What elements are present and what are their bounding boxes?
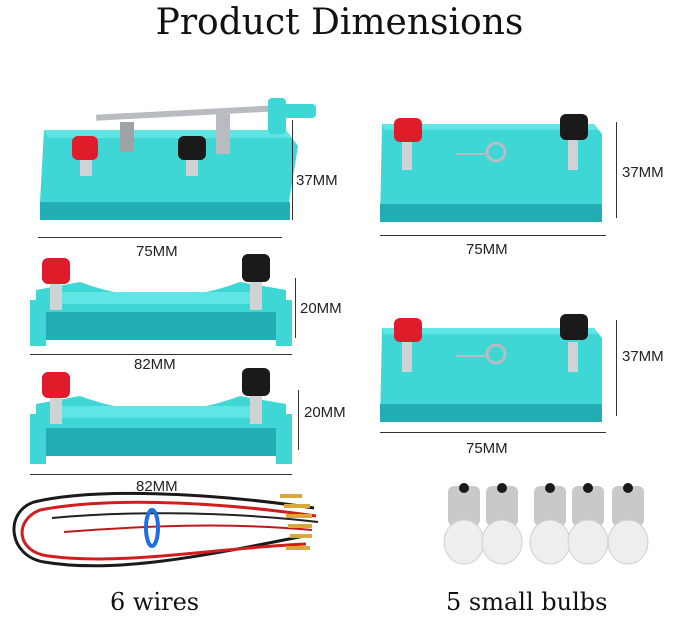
spring-board-bottom-width-label: 75MM [466,440,508,457]
spring-board-top [376,104,616,230]
battery-holder-2-height-rule [298,390,299,450]
bulbs-image [436,476,664,572]
knife-switch-height-rule [292,120,293,220]
spring-board-top-height-label: 37MM [622,164,664,181]
spring-board-top-width-rule [380,235,606,236]
spring-board-bottom-width-rule [380,432,606,433]
knife-switch-width-label: 75MM [136,243,178,260]
spring-board-top-height-rule [616,122,617,218]
knife-switch-width-rule [38,237,282,238]
battery-holder-2-width-label: 82MM [136,478,178,495]
battery-holder-1-height-label: 20MM [300,300,342,317]
knife-switch-height-label: 37MM [296,172,338,189]
spring-board-bottom-height-rule [616,320,617,416]
battery-holder-1 [30,252,292,352]
spring-board-bottom-height-label: 37MM [622,348,664,365]
battery-holder-1-height-rule [295,278,296,338]
battery-holder-2 [30,366,292,476]
page-title: Product Dimensions [155,2,524,43]
battery-holder-1-width-rule [30,354,292,355]
battery-holder-1-width-label: 82MM [134,356,176,373]
battery-holder-2-width-rule [30,474,292,475]
bulbs-caption: 5 small bulbs [446,588,608,616]
spring-board-top-width-label: 75MM [466,241,508,258]
wires-image [4,482,334,582]
wires-caption: 6 wires [110,588,200,616]
spring-board-bottom [376,306,616,430]
knife-switch-board [36,92,326,232]
battery-holder-2-height-label: 20MM [304,404,346,421]
